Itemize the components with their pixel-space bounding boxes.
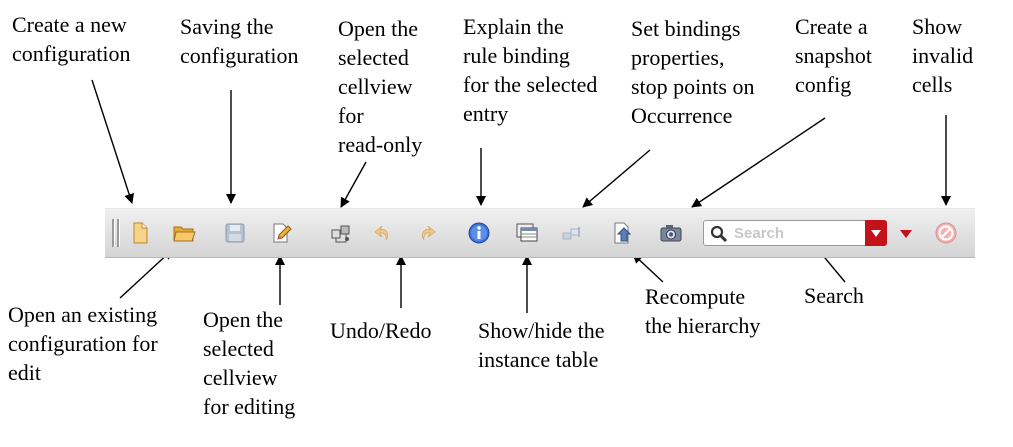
arrow-create-new — [91, 79, 134, 204]
toolbar-grip[interactable] — [117, 219, 120, 247]
search-input[interactable] — [734, 223, 854, 243]
label-search: Search — [804, 283, 864, 308]
label-open-existing: Open an existing configuration for edit — [8, 302, 158, 385]
label-undo-redo: Undo/Redo — [330, 318, 432, 343]
label-set-bindings: Set bindings properties, stop points on … — [631, 16, 755, 128]
search-dropdown-button[interactable] — [865, 220, 887, 246]
label-saving: Saving the configuration — [180, 14, 299, 68]
open-folder-icon[interactable] — [171, 221, 197, 245]
label-snapshot: Create a snapshot config — [795, 14, 872, 97]
arrow-set-bindings — [582, 149, 651, 208]
undo-icon[interactable] — [369, 221, 395, 245]
instance-table-icon[interactable] — [514, 221, 540, 245]
save-disk-icon[interactable] — [222, 221, 248, 245]
recompute-hierarchy-icon[interactable] — [610, 221, 636, 245]
label-explain-rule: Explain the rule binding for the selecte… — [463, 14, 598, 126]
toolbar-grip[interactable] — [112, 219, 115, 247]
camera-snapshot-icon[interactable] — [658, 221, 684, 245]
toolbar — [105, 208, 975, 258]
label-open-editing: Open the selected cellview for editing — [203, 307, 296, 419]
info-icon[interactable] — [466, 221, 492, 245]
chevron-down-icon — [871, 229, 881, 237]
label-create-new: Create a new configuration — [12, 12, 131, 66]
search-icon — [710, 225, 728, 243]
label-open-readonly: Open the selected cellview for read-only — [338, 16, 423, 157]
search-options-arrow-icon[interactable] — [900, 229, 912, 239]
label-show-hide: Show/hide the instance table — [478, 318, 605, 372]
open-readonly-cellview-icon[interactable] — [328, 221, 354, 245]
arrow-snapshot — [691, 117, 826, 208]
redo-icon[interactable] — [415, 221, 441, 245]
label-recompute: Recompute the hierarchy — [645, 284, 761, 338]
search-field[interactable] — [703, 220, 887, 246]
new-document-icon[interactable] — [127, 221, 153, 245]
arrow-open-readonly — [340, 161, 367, 208]
label-show-invalid: Show invalid cells — [912, 14, 974, 97]
show-invalid-icon[interactable] — [933, 221, 959, 245]
edit-pencil-icon[interactable] — [268, 221, 294, 245]
arrow-recompute — [632, 253, 664, 283]
bindings-icon[interactable] — [560, 221, 586, 245]
